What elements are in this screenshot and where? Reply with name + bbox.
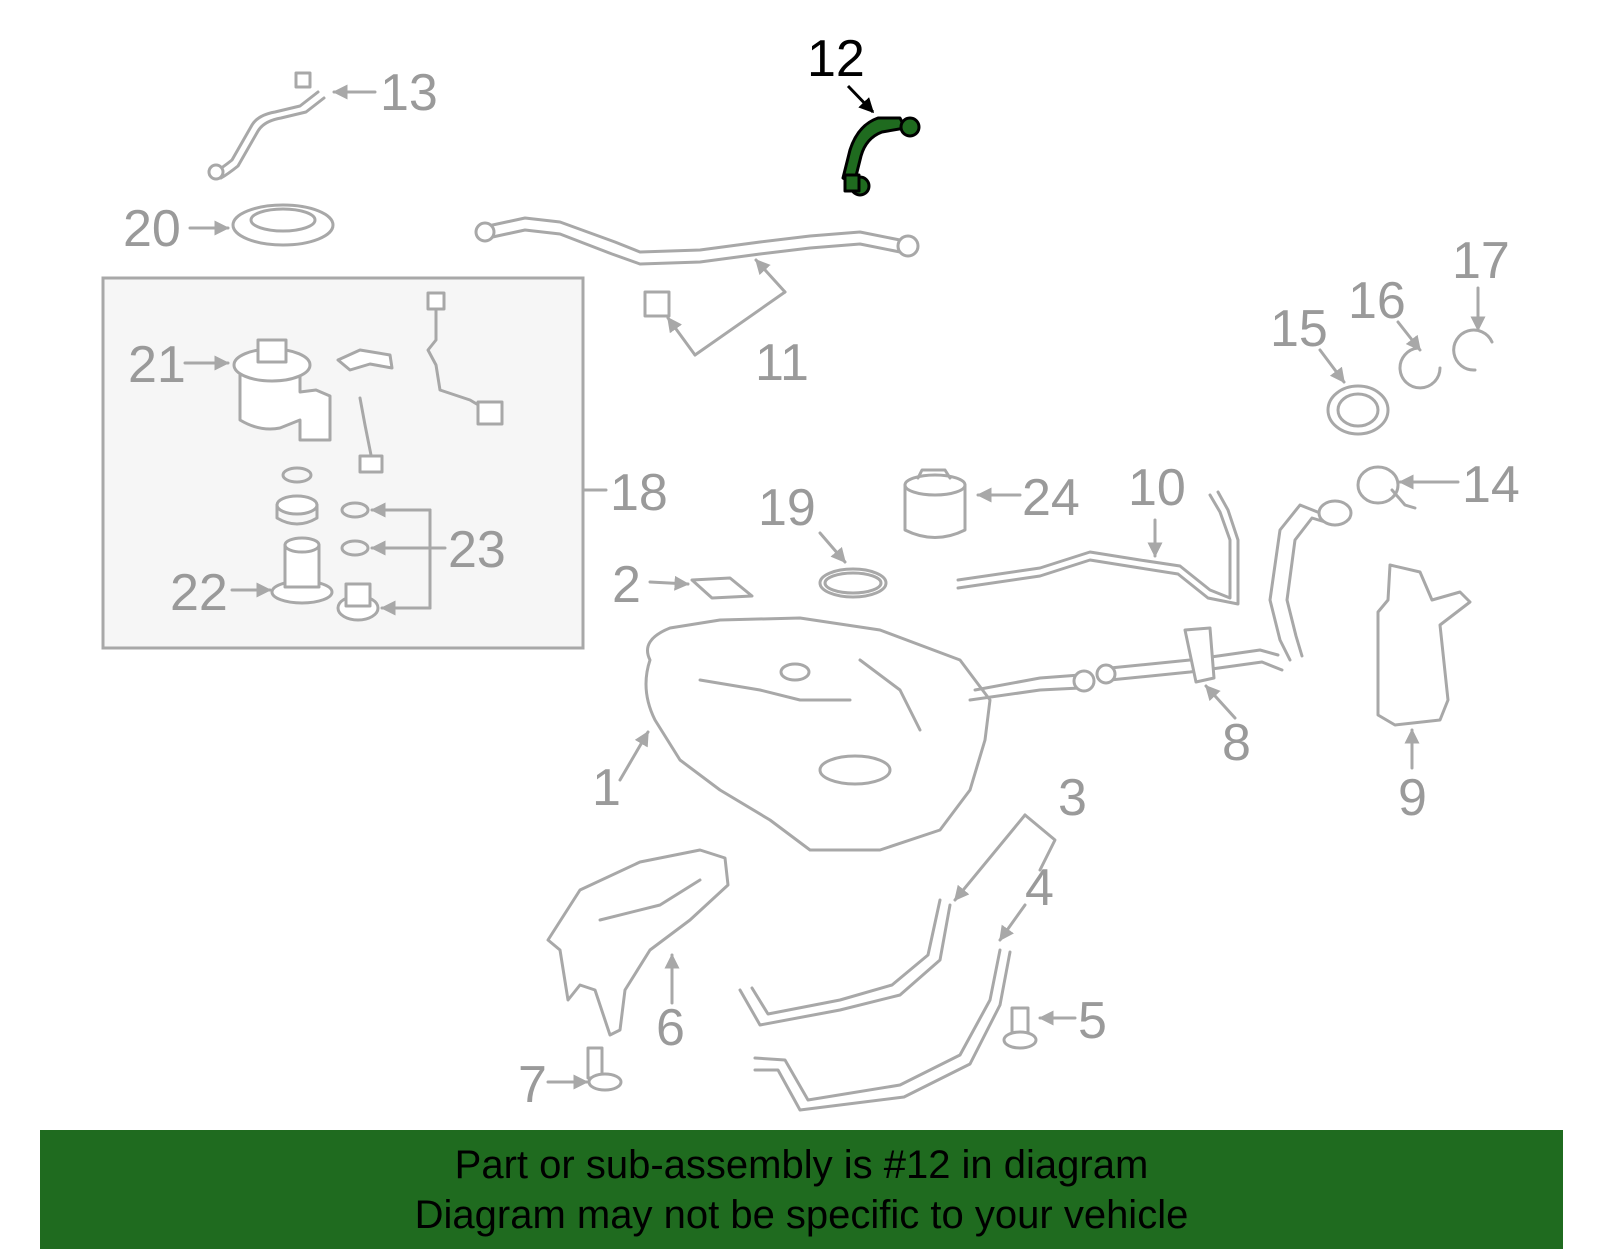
callout-20: 20 <box>123 200 181 258</box>
part-5-bolt[interactable] <box>1002 1006 1038 1050</box>
callout-24: 24 <box>1022 469 1080 527</box>
callout-17: 17 <box>1452 232 1510 290</box>
callout-8: 8 <box>1222 714 1251 772</box>
part-23-o-rings[interactable] <box>336 501 380 622</box>
callout-15: 15 <box>1270 300 1328 358</box>
callout-9: 9 <box>1398 769 1427 827</box>
callout-23: 23 <box>448 521 506 579</box>
callout-7: 7 <box>518 1056 547 1114</box>
part-10-vapor-line[interactable] <box>956 490 1240 606</box>
part-4-strap[interactable] <box>753 948 1012 1112</box>
callout-13: 13 <box>380 64 438 122</box>
part-2-label[interactable] <box>690 576 754 600</box>
pump-module-box <box>101 276 585 650</box>
part-filter-cup[interactable] <box>275 494 319 526</box>
part-13-vapor-tube[interactable] <box>207 71 326 181</box>
part-16-clip[interactable] <box>1398 346 1442 390</box>
banner-line-2: Diagram may not be specific to your vehi… <box>414 1192 1189 1237</box>
part-1-fuel-tank[interactable] <box>644 616 1096 852</box>
callout-2: 2 <box>612 556 641 614</box>
callout-19: 19 <box>758 479 816 537</box>
callout-11: 11 <box>755 334 809 392</box>
part-o-ring-a[interactable] <box>281 466 313 484</box>
part-8-bracket[interactable] <box>1183 626 1216 684</box>
callout-22: 22 <box>170 564 228 622</box>
filler-neck[interactable] <box>1095 499 1353 685</box>
pump-bracket[interactable] <box>336 348 394 372</box>
part-21-fuel-pump[interactable] <box>232 338 332 442</box>
info-banner: Part or sub-assembly is #12 in diagram D… <box>40 1130 1563 1249</box>
callout-4: 4 <box>1025 859 1054 917</box>
part-7-bolt[interactable] <box>586 1046 623 1092</box>
callout-3: 3 <box>1058 769 1087 827</box>
callout-21: 21 <box>128 336 186 394</box>
part-20-lock-ring[interactable] <box>231 203 335 247</box>
callout-12: 12 <box>807 30 865 88</box>
part-15-grommet[interactable] <box>1326 384 1390 436</box>
part-22-filter[interactable] <box>270 536 334 605</box>
banner-line-1: Part or sub-assembly is #12 in diagram <box>454 1142 1149 1187</box>
part-24-filter[interactable] <box>903 468 967 539</box>
sender-harness[interactable] <box>358 291 504 474</box>
part-14-fuel-cap[interactable] <box>1356 465 1417 510</box>
callout-1: 1 <box>592 759 621 817</box>
part-6-protector[interactable] <box>546 848 730 1037</box>
part-11-fuel-line[interactable] <box>474 216 920 318</box>
parts-diagram: 13 20 12 11 21 <box>101 30 1520 1114</box>
callout-6: 6 <box>656 999 685 1057</box>
callout-5: 5 <box>1078 992 1107 1050</box>
callout-14: 14 <box>1462 456 1520 514</box>
part-12-hose[interactable] <box>841 116 921 197</box>
part-9-shield[interactable] <box>1376 563 1472 727</box>
callout-16: 16 <box>1348 272 1406 330</box>
part-3-strap[interactable] <box>738 898 952 1027</box>
callout-10: 10 <box>1128 459 1186 517</box>
part-17-clip[interactable] <box>1452 328 1494 372</box>
part-19-gasket[interactable] <box>818 567 888 599</box>
callout-18: 18 <box>610 464 668 522</box>
